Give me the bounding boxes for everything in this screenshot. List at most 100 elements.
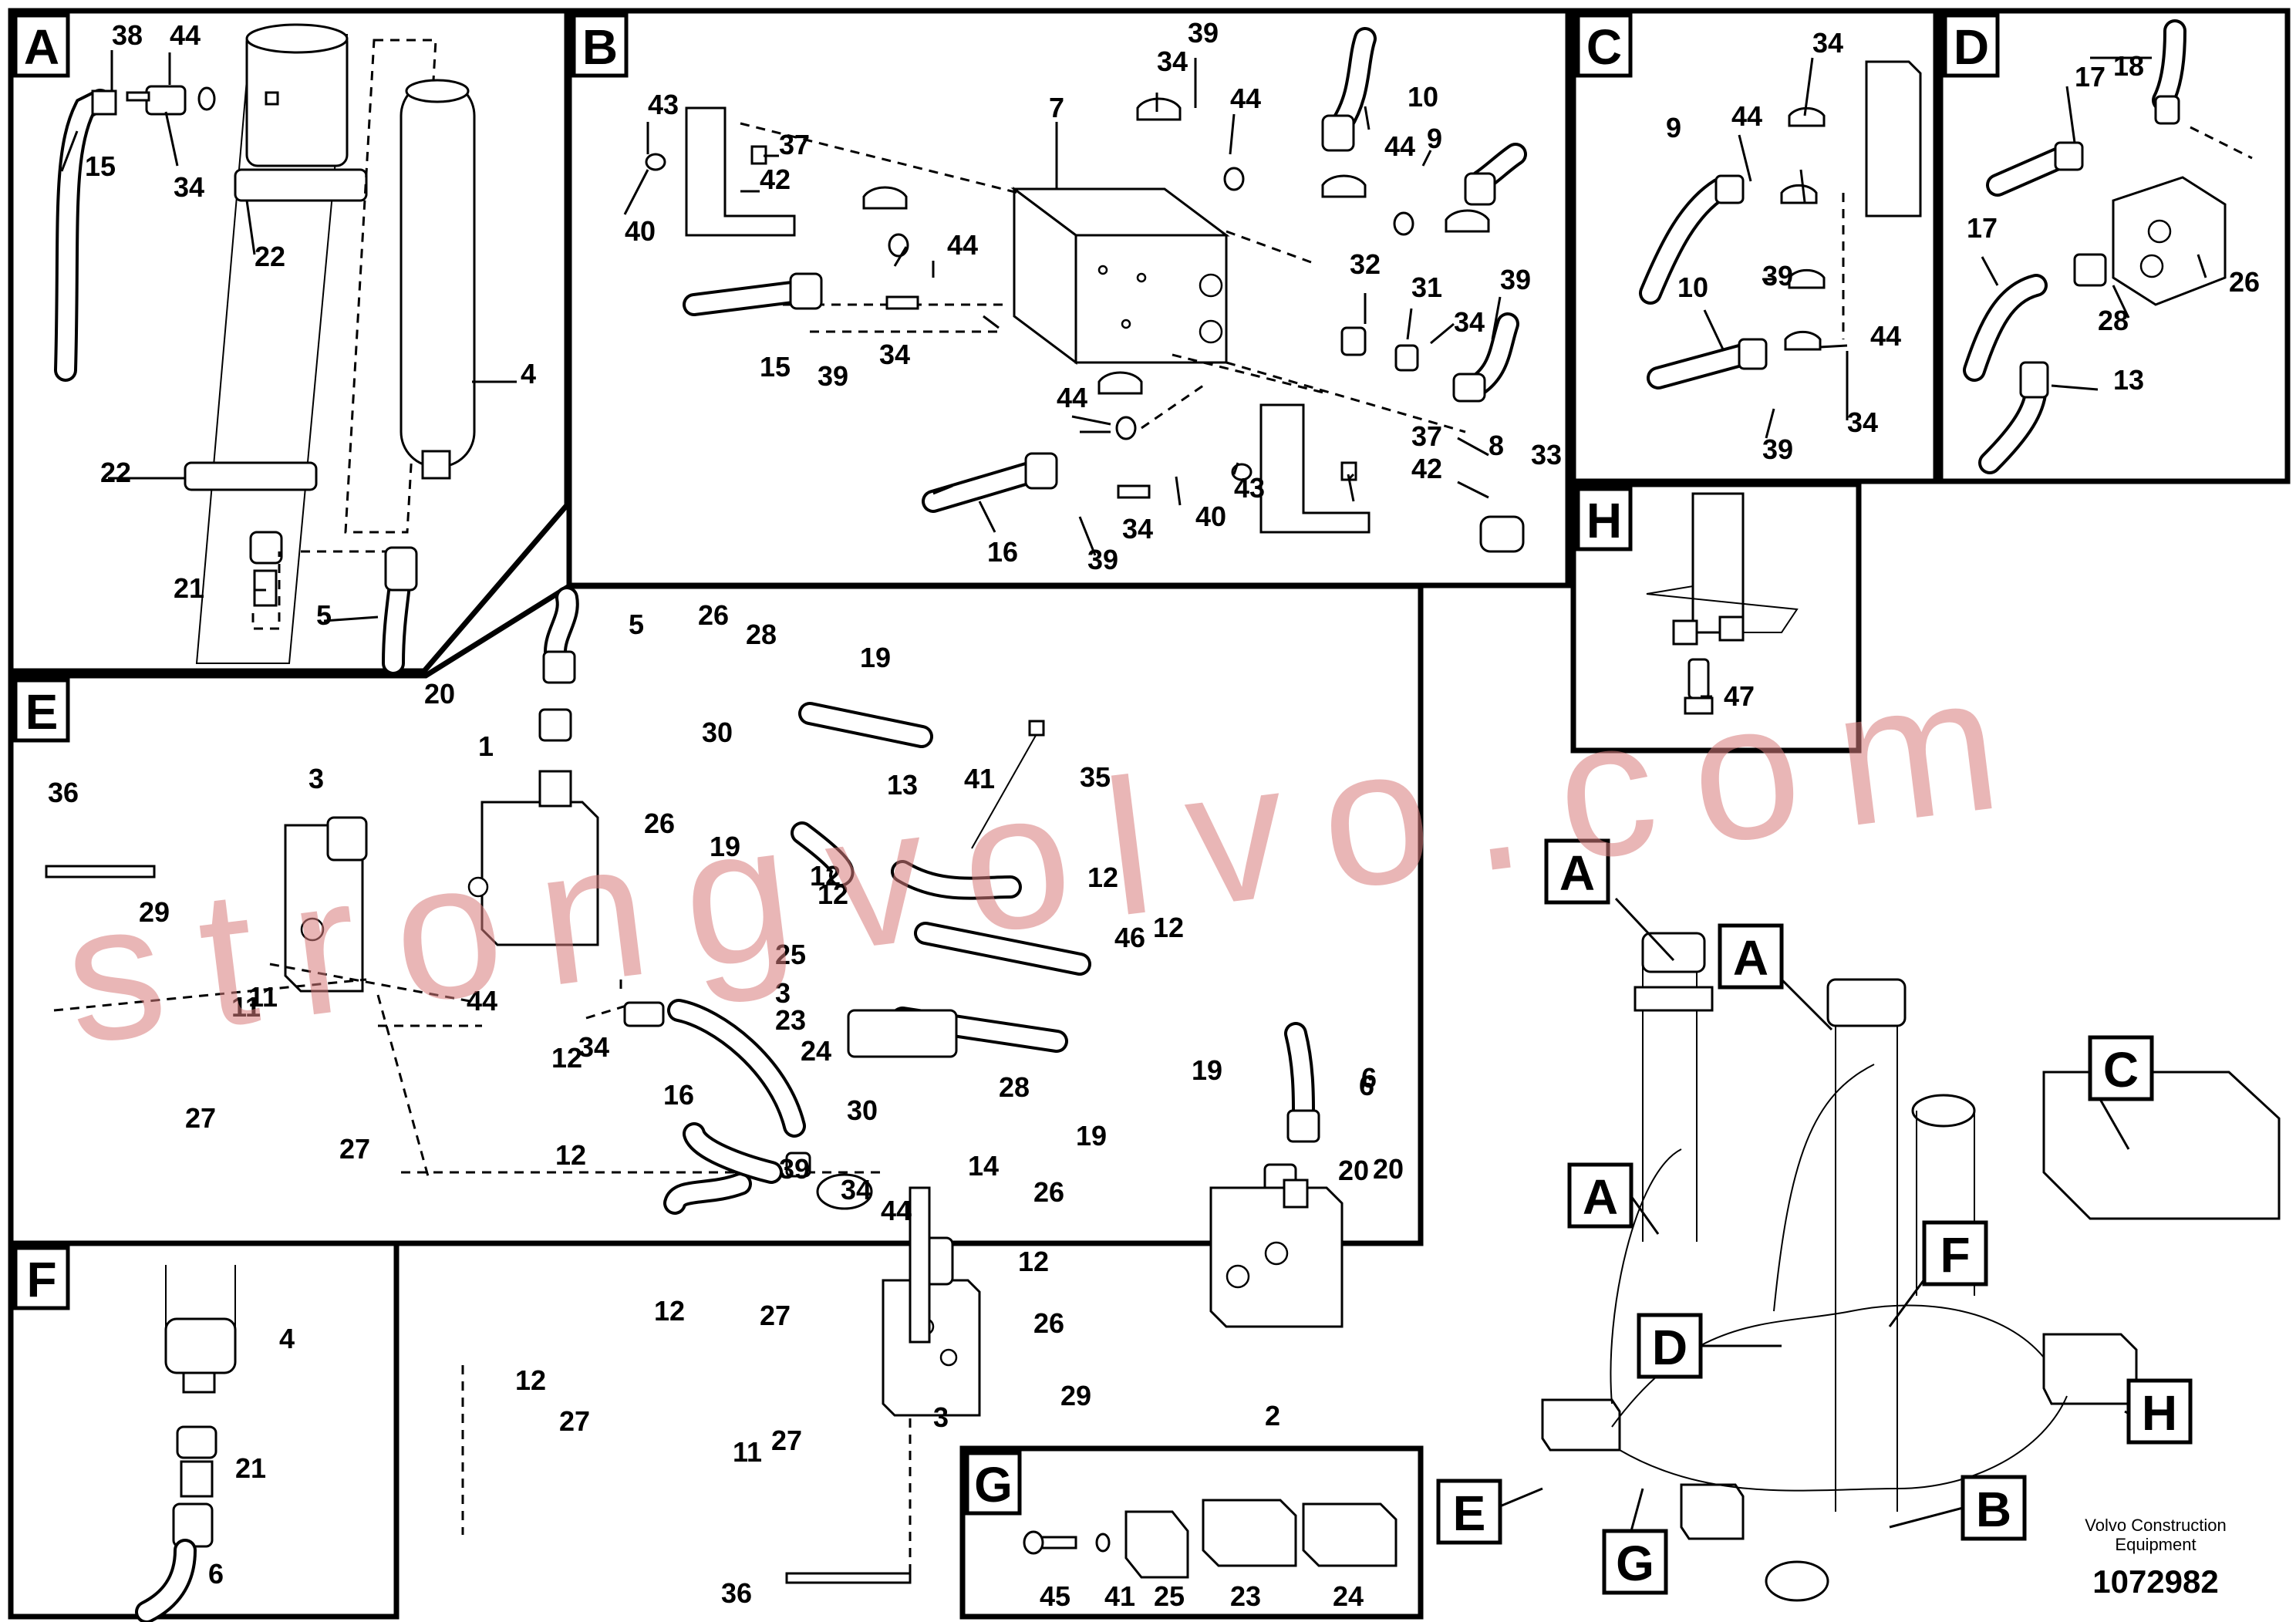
- callout-d-17: 17: [2075, 61, 2106, 93]
- callout-e-12: 12: [1087, 862, 1118, 893]
- callout-d-13: 13: [2113, 364, 2144, 396]
- panel-tag-letter: G: [974, 1457, 1013, 1512]
- callout-b-39: 39: [1188, 17, 1219, 49]
- callout-e-27: 27: [185, 1102, 216, 1134]
- overview-tag-a: A: [1544, 838, 1610, 905]
- panel-h-drawing: [1646, 492, 1799, 715]
- callout-e-11: 11: [733, 1436, 762, 1468]
- callout-e-29: 29: [139, 896, 170, 928]
- callout-a-15: 15: [85, 150, 116, 182]
- callout-b-39: 39: [1087, 544, 1118, 575]
- callout-e-6: 6: [1361, 1062, 1377, 1094]
- callout-b-32: 32: [1350, 248, 1381, 280]
- callout-e-1: 1: [478, 730, 494, 762]
- callout-b-31: 31: [1411, 271, 1442, 303]
- callout-e-12: 12: [1153, 912, 1184, 943]
- callout-a-5: 5: [316, 599, 332, 631]
- callout-e-39: 39: [779, 1153, 810, 1185]
- callout-a-22: 22: [255, 241, 285, 272]
- callout-e-34: 34: [578, 1031, 609, 1063]
- panel-e-drawing: [45, 586, 1344, 1584]
- overview-machine-drawing: [1541, 932, 2281, 1602]
- overview-pointers: [1495, 897, 2160, 1532]
- callout-b-10: 10: [1408, 81, 1438, 113]
- callout-e-36: 36: [721, 1577, 752, 1609]
- panel-tag-letter: B: [582, 19, 618, 75]
- callout-f-6: 6: [208, 1558, 224, 1590]
- panel-g-drawing: [1023, 1499, 1397, 1579]
- callout-e-12: 12: [654, 1295, 685, 1327]
- callout-e-19: 19: [710, 831, 740, 862]
- panel-tag-letter: D: [1954, 19, 1989, 75]
- callout-b-34: 34: [1454, 306, 1485, 338]
- overview-tag-letter: F: [1940, 1227, 1970, 1283]
- callout-b-15: 15: [760, 351, 791, 383]
- callout-d-28: 28: [2098, 305, 2129, 336]
- callout-b-44: 44: [947, 229, 978, 261]
- callout-b-37: 37: [1411, 420, 1442, 452]
- callout-b-16: 16: [987, 536, 1018, 568]
- callout-d-17: 17: [1967, 212, 1998, 244]
- callout-e-3: 3: [933, 1401, 949, 1433]
- overview-tag-c: C: [2088, 1035, 2154, 1101]
- panel-tag-letter: C: [1586, 19, 1622, 75]
- leader-lines: [60, 50, 2207, 698]
- callout-b-33: 33: [1531, 439, 1562, 470]
- callout-b-44: 44: [1384, 130, 1415, 162]
- callout-b-44: 44: [1230, 83, 1261, 114]
- panel-tag-e: E: [13, 678, 70, 743]
- callout-b-39: 39: [1500, 264, 1531, 295]
- callout-e-44: 44: [881, 1195, 912, 1226]
- callout-e-28: 28: [999, 1071, 1030, 1103]
- overview-tag-letter: A: [1559, 845, 1595, 901]
- overview-tag-a: A: [1567, 1162, 1633, 1229]
- callout-e-34: 34: [841, 1174, 872, 1206]
- callout-b-40: 40: [625, 215, 656, 247]
- panel-tag-b: B: [571, 13, 629, 78]
- callout-c-39: 39: [1762, 433, 1793, 465]
- callout-b-44: 44: [1057, 382, 1087, 413]
- callout-e-27: 27: [339, 1133, 370, 1165]
- callout-g-23: 23: [1230, 1580, 1261, 1612]
- callout-e-28: 28: [746, 619, 777, 650]
- callout-c-34: 34: [1812, 27, 1843, 59]
- panel-tag-g: G: [965, 1451, 1022, 1516]
- callout-e-20: 20: [424, 678, 455, 710]
- callout-b-42: 42: [1411, 453, 1442, 484]
- callout-e-23: 23: [775, 1004, 806, 1036]
- overview-tag-g: G: [1602, 1529, 1668, 1595]
- callout-b-40: 40: [1195, 501, 1226, 532]
- overview-tag-d: D: [1637, 1313, 1703, 1379]
- callout-e-46: 46: [1114, 922, 1145, 953]
- callout-e-36: 36: [48, 777, 79, 808]
- callout-e-5: 5: [629, 609, 644, 640]
- panel-tag-letter: H: [1586, 493, 1622, 548]
- callout-e-27: 27: [559, 1405, 590, 1437]
- callout-a-4: 4: [521, 358, 536, 389]
- callout-e-12: 12: [555, 1139, 586, 1171]
- panel-a-drawing: [54, 23, 476, 675]
- callout-e-29: 29: [1060, 1380, 1091, 1411]
- callout-a-34: 34: [174, 171, 204, 203]
- callout-b-43: 43: [648, 89, 679, 120]
- callout-a-38: 38: [112, 19, 143, 51]
- callout-e-12: 12: [551, 1042, 582, 1074]
- callout-h-47: 47: [1724, 680, 1755, 712]
- overview-tag-a: A: [1718, 923, 1784, 990]
- overview-tag-letter: A: [1733, 930, 1768, 986]
- callout-d-18: 18: [2113, 50, 2144, 82]
- callout-b-37: 37: [779, 129, 810, 160]
- overview-tag-e: E: [1436, 1479, 1502, 1545]
- overview-tag-letter: D: [1652, 1320, 1687, 1375]
- callout-a-22: 22: [100, 457, 131, 488]
- callout-c-34: 34: [1847, 406, 1878, 438]
- callout-e-26: 26: [698, 599, 729, 631]
- panel-tag-d: D: [1943, 13, 2000, 78]
- callout-e-26: 26: [1033, 1307, 1064, 1339]
- callout-e-26: 26: [644, 808, 675, 839]
- callout-e-11: 11: [248, 981, 278, 1013]
- callout-g-45: 45: [1040, 1580, 1070, 1612]
- callout-e-26: 26: [1033, 1176, 1064, 1208]
- callout-b-34: 34: [879, 339, 910, 370]
